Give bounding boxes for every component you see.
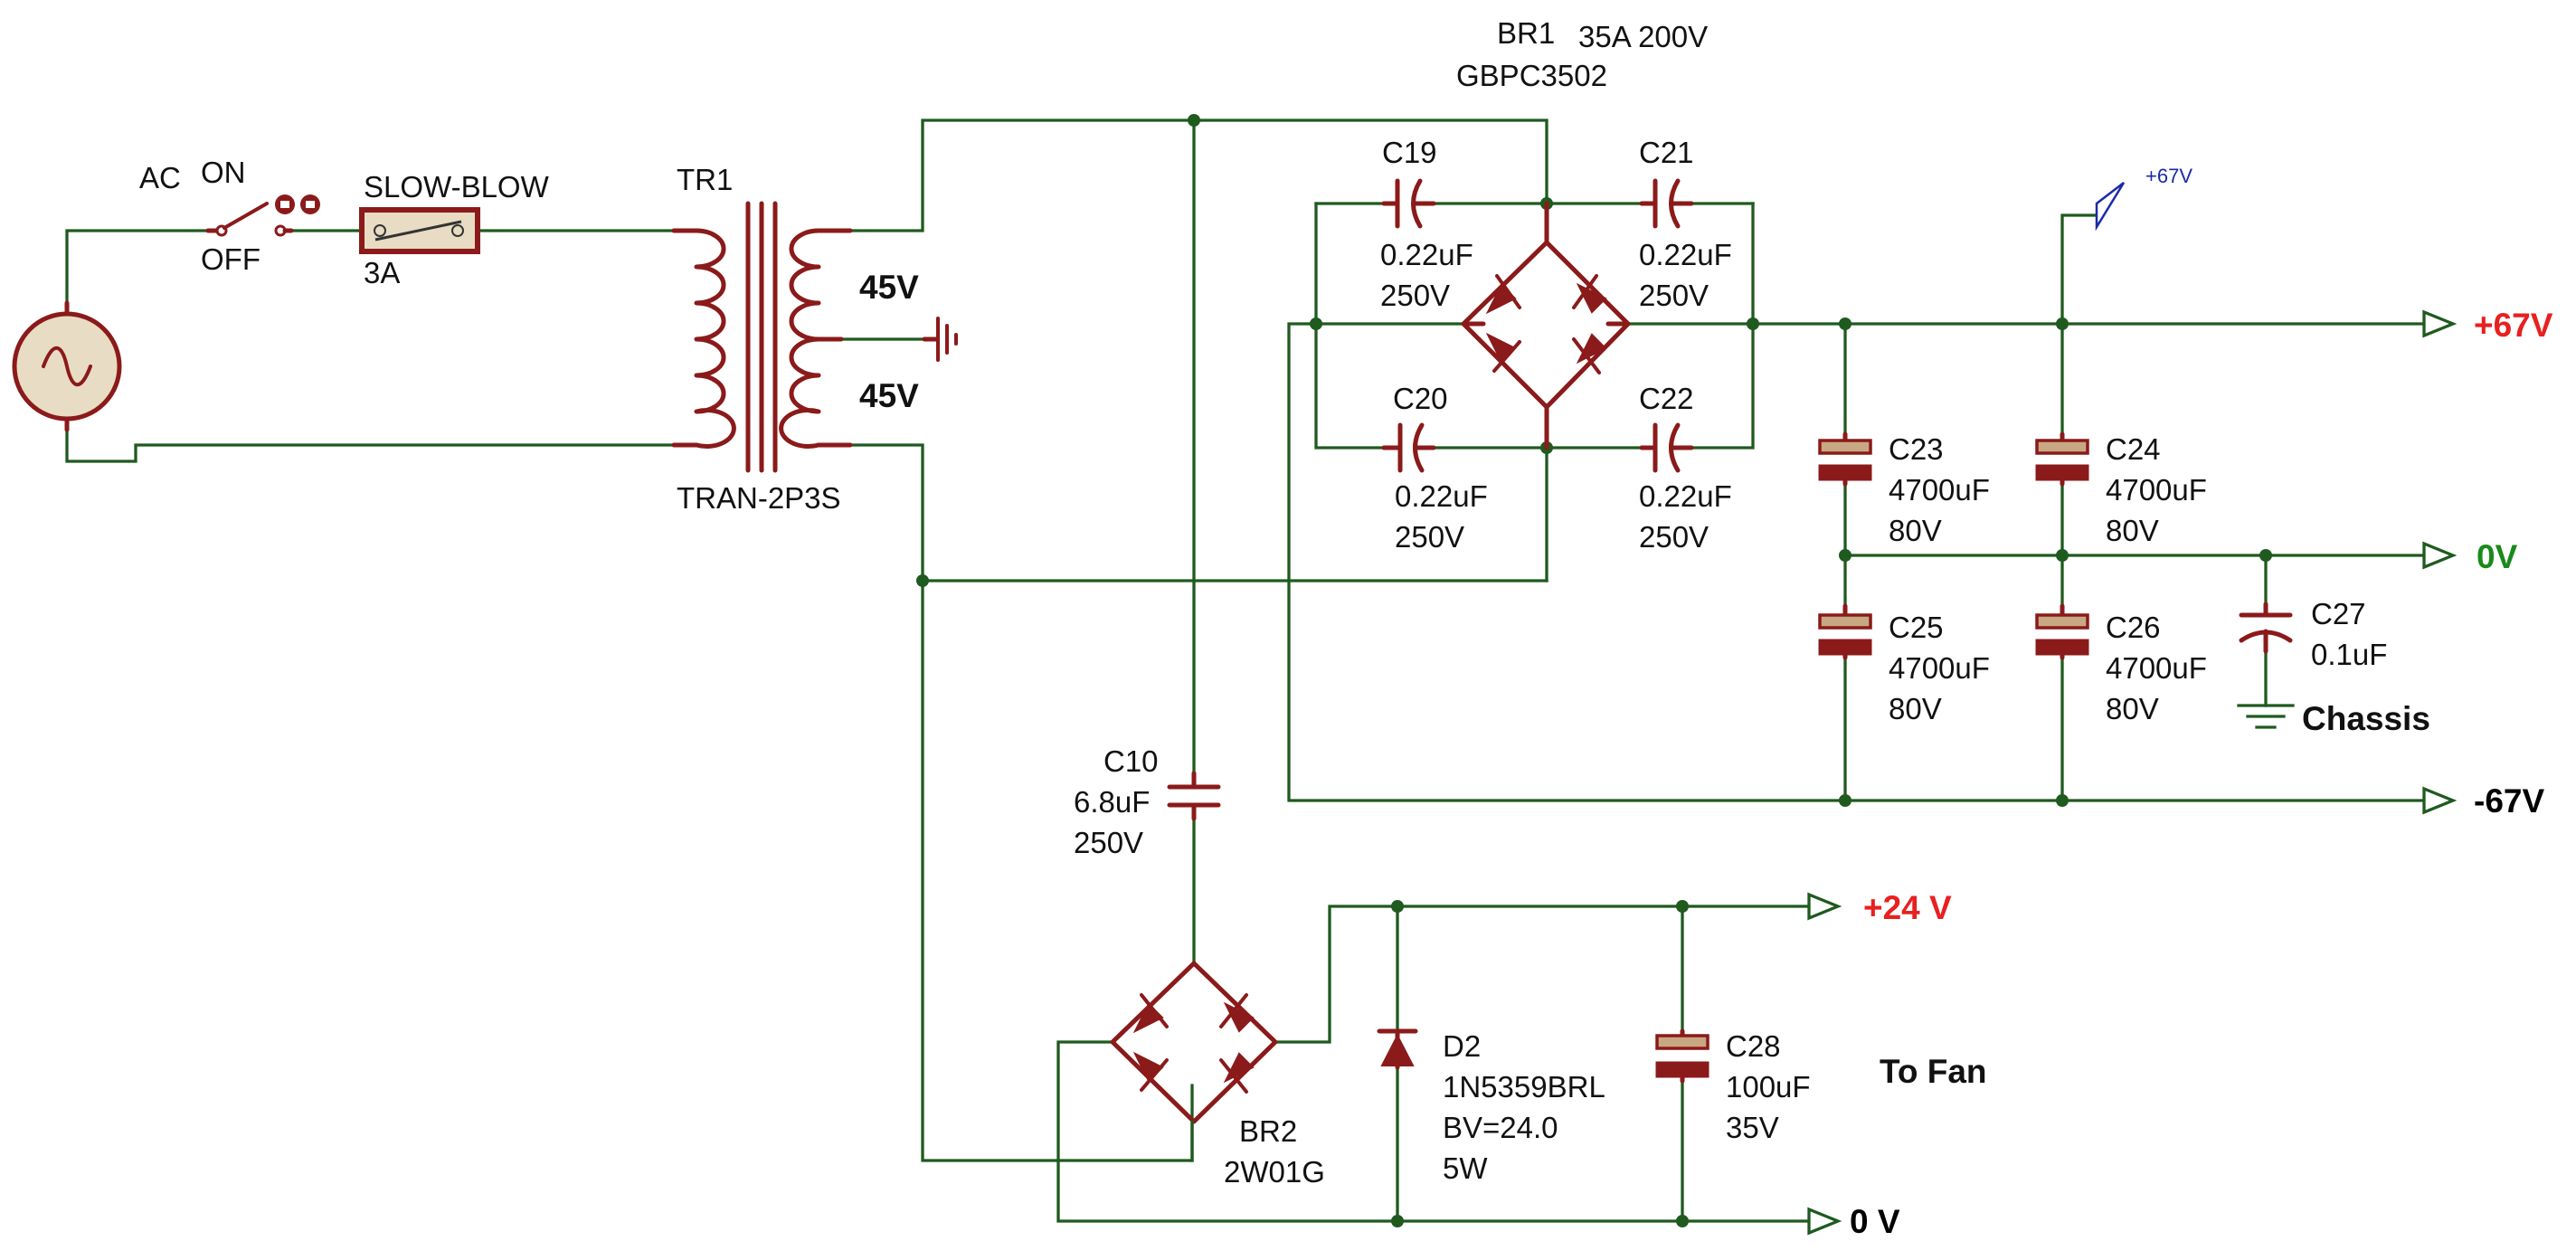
- to-fan-label: To Fan: [1880, 1053, 1987, 1090]
- secondary-45v-top-label: 45V: [859, 269, 919, 306]
- c22-voltage: 250V: [1639, 520, 1709, 554]
- c24-value: 4700uF: [2106, 473, 2207, 507]
- d2-power: 5W: [1443, 1151, 1488, 1185]
- wires: [65, 118, 2426, 1223]
- probe-label: +67V: [2145, 165, 2192, 187]
- capacitor-c22: [1639, 422, 1694, 473]
- capacitor-c24: [2035, 431, 2089, 487]
- c26-name: C26: [2106, 611, 2161, 644]
- bridge-rectifier-br2: [1110, 961, 1278, 1124]
- power-switch: [205, 194, 320, 237]
- center-tap-ground-symbol: [922, 317, 958, 362]
- zener-diode-d2: [1377, 1028, 1418, 1070]
- br2-part-label: 2W01G: [1224, 1155, 1325, 1189]
- fuse-name-label: SLOW-BLOW: [364, 170, 550, 204]
- c19-voltage: 250V: [1380, 279, 1450, 312]
- chassis-ground-symbol: [2237, 704, 2295, 729]
- c25-voltage: 80V: [1889, 692, 1942, 725]
- capacitor-c28: [1655, 1028, 1709, 1084]
- c22-value: 0.22uF: [1639, 479, 1732, 513]
- output-plus24-label: +24 V: [1863, 889, 1952, 926]
- bridge-rectifier-br1: [1461, 201, 1631, 450]
- voltage-probe-icon: [2095, 182, 2126, 232]
- output-0v-label: 0V: [2477, 538, 2518, 575]
- c27-name: C27: [2311, 597, 2366, 630]
- c10-voltage: 250V: [1074, 826, 1143, 859]
- d2-part: 1N5359BRL: [1443, 1070, 1605, 1104]
- c19-value: 0.22uF: [1380, 238, 1473, 271]
- d2-name: D2: [1443, 1029, 1481, 1063]
- ac-source-symbol: [12, 300, 122, 432]
- output-0v-fan-label: 0 V: [1850, 1203, 1900, 1240]
- c28-voltage: 35V: [1726, 1111, 1779, 1144]
- fuse-symbol: [359, 207, 480, 254]
- c23-value: 4700uF: [1889, 473, 1990, 507]
- br1-rating-label: 35A 200V: [1578, 20, 1708, 53]
- br2-name-label: BR2: [1239, 1114, 1297, 1148]
- capacitor-c25: [1818, 603, 1872, 660]
- br1-name-label: BR1: [1497, 16, 1555, 50]
- c23-name: C23: [1889, 432, 1944, 466]
- c19-name: C19: [1382, 136, 1437, 169]
- c26-value: 4700uF: [2106, 651, 2207, 685]
- c20-name: C20: [1393, 382, 1448, 415]
- c20-voltage: 250V: [1395, 520, 1464, 554]
- labels: AC ON OFF SLOW-BLOW 3A TR1 TRAN-2P3S 45V…: [139, 16, 2553, 1240]
- c20-value: 0.22uF: [1395, 479, 1488, 513]
- c25-name: C25: [1889, 611, 1944, 644]
- transformer-symbol: [671, 201, 853, 473]
- capacitor-c27: [2239, 602, 2293, 654]
- c10-value: 6.8uF: [1074, 785, 1150, 819]
- br1-part-label: GBPC3502: [1456, 59, 1607, 92]
- c22-name: C22: [1639, 382, 1694, 415]
- transformer-part-label: TRAN-2P3S: [677, 481, 841, 515]
- fuse-value-label: 3A: [364, 256, 400, 289]
- c21-voltage: 250V: [1639, 279, 1709, 312]
- output-minus67-label: -67V: [2474, 782, 2544, 819]
- c27-value: 0.1uF: [2311, 638, 2387, 671]
- capacitor-c19: [1381, 178, 1436, 229]
- output-terminal-arrows: [1807, 309, 2458, 1236]
- c21-name: C21: [1639, 136, 1694, 169]
- c26-voltage: 80V: [2106, 692, 2159, 725]
- c23-voltage: 80V: [1889, 514, 1942, 547]
- chassis-label: Chassis: [2302, 700, 2430, 737]
- output-plus67-label: +67V: [2474, 307, 2553, 344]
- c24-name: C24: [2106, 432, 2161, 466]
- c24-voltage: 80V: [2106, 514, 2159, 547]
- capacitor-c20: [1381, 422, 1436, 473]
- switch-on-label: ON: [201, 156, 246, 189]
- c28-value: 100uF: [1726, 1070, 1811, 1104]
- capacitor-c23: [1818, 431, 1872, 487]
- capacitor-c21: [1639, 178, 1694, 229]
- capacitor-c26: [2035, 603, 2089, 660]
- capacitor-c10: [1167, 771, 1221, 821]
- c28-name: C28: [1726, 1029, 1781, 1063]
- ac-label: AC: [139, 161, 181, 194]
- c10-name: C10: [1103, 744, 1159, 778]
- transformer-name-label: TR1: [677, 163, 733, 196]
- c21-value: 0.22uF: [1639, 238, 1732, 271]
- d2-bv: BV=24.0: [1443, 1111, 1558, 1144]
- c25-value: 4700uF: [1889, 651, 1990, 685]
- secondary-45v-bottom-label: 45V: [859, 377, 919, 414]
- switch-off-label: OFF: [201, 242, 260, 276]
